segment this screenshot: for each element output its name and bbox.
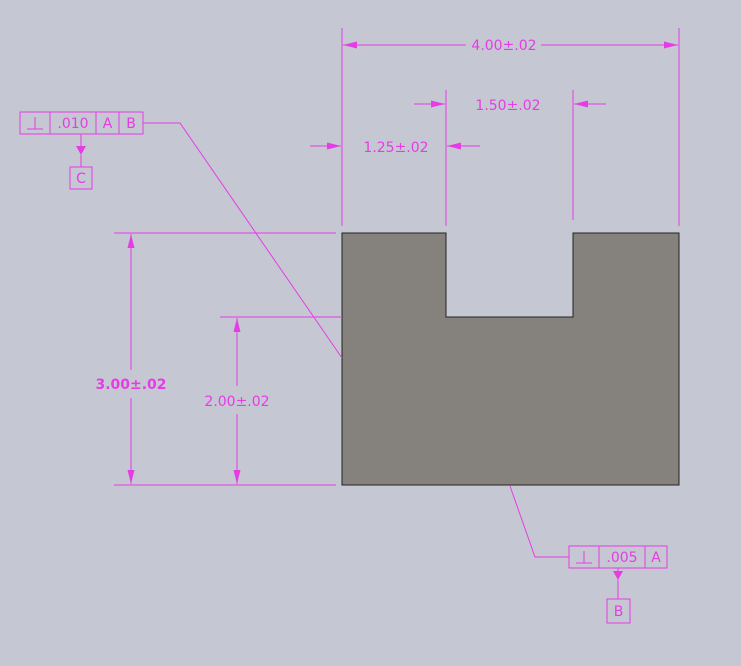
arrow-right xyxy=(664,41,678,49)
perpendicularity-icon xyxy=(576,551,592,564)
dim-overall-height-label: 3.00±.02 xyxy=(95,377,166,393)
datum-feature-c: C xyxy=(69,134,93,190)
datum-feature-c-label: C xyxy=(76,171,86,187)
dim-slot-floor-height: 2.00±.02 xyxy=(204,316,342,484)
dim-overall-height: 3.00±.02 xyxy=(95,232,336,486)
datum-feature-b-label: B xyxy=(614,604,624,620)
dim-slot-offset: 1.25±.02 xyxy=(310,140,480,156)
dim-slot-floor-height-label: 2.00±.02 xyxy=(204,394,269,410)
fcf-top-datum-primary: A xyxy=(103,116,113,132)
datum-triangle-icon xyxy=(613,571,623,580)
arrow-left xyxy=(343,41,357,49)
dim-slot-width-label: 1.50±.02 xyxy=(475,98,540,114)
fcf-bottom-leader xyxy=(509,485,569,558)
fcf-bottom-datum-primary: A xyxy=(651,550,661,566)
dim-overall-width: 4.00±.02 xyxy=(341,28,680,226)
dim-slot-width: 1.50±.02 xyxy=(414,90,606,226)
fcf-top-tolerance: .010 xyxy=(57,116,88,132)
datum-triangle-icon xyxy=(76,146,86,155)
datum-feature-b: B xyxy=(606,568,631,624)
fcf-top-leader xyxy=(143,122,343,359)
fcf-top: .010 A B C xyxy=(19,111,343,359)
fcf-bottom: .005 A B xyxy=(509,485,668,624)
dim-overall-width-label: 4.00±.02 xyxy=(471,38,536,54)
fcf-bottom-tolerance: .005 xyxy=(606,550,637,566)
part-body xyxy=(341,232,680,486)
dim-slot-offset-label: 1.25±.02 xyxy=(363,140,428,156)
perpendicularity-icon xyxy=(27,117,43,130)
fcf-top-datum-secondary: B xyxy=(126,116,136,132)
